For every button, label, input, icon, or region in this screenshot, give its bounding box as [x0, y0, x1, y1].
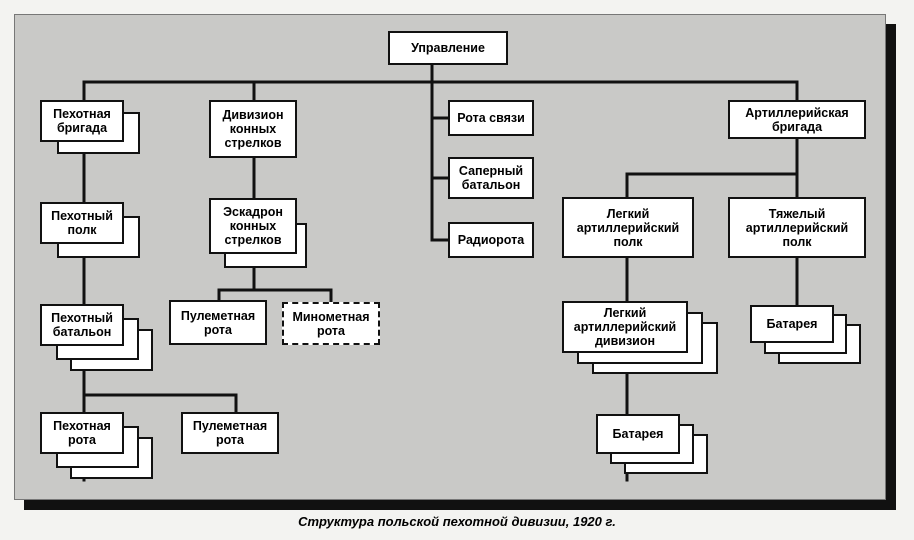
- node-mg-company-inf: Пулеметная рота: [181, 412, 279, 454]
- node-mg-company-cav: Пулеметная рота: [169, 300, 267, 345]
- node-inf-company: Пехотная рота: [40, 412, 124, 454]
- node-battery-light: Батарея: [596, 414, 680, 454]
- node-radio-company: Радиорота: [448, 222, 534, 258]
- diagram-caption: Структура польской пехотной дивизии, 192…: [298, 514, 616, 529]
- node-light-art-division: Легкий артиллерийский дивизион: [562, 301, 688, 353]
- node-art-brigade: Артиллерийская бригада: [728, 100, 866, 139]
- connector-inf-company-bus: [82, 393, 238, 414]
- node-sapper-battalion: Саперный батальон: [448, 157, 534, 199]
- node-signal-company: Рота связи: [448, 100, 534, 136]
- node-mortar-company: Минометная рота: [282, 302, 380, 345]
- node-cav-squadron: Эскадрон конных стрелков: [209, 198, 297, 254]
- node-battery-heavy: Батарея: [750, 305, 834, 343]
- node-light-art-regiment: Легкий артиллерийский полк: [562, 197, 694, 258]
- node-inf-regiment: Пехотный полк: [40, 202, 124, 244]
- node-heavy-art-regiment: Тяжелый артиллерийский полк: [728, 197, 866, 258]
- node-inf-brigade: Пехотная бригада: [40, 100, 124, 142]
- node-management: Управление: [388, 31, 508, 65]
- node-inf-battalion: Пехотный батальон: [40, 304, 124, 346]
- node-cav-division: Дивизион конных стрелков: [209, 100, 297, 158]
